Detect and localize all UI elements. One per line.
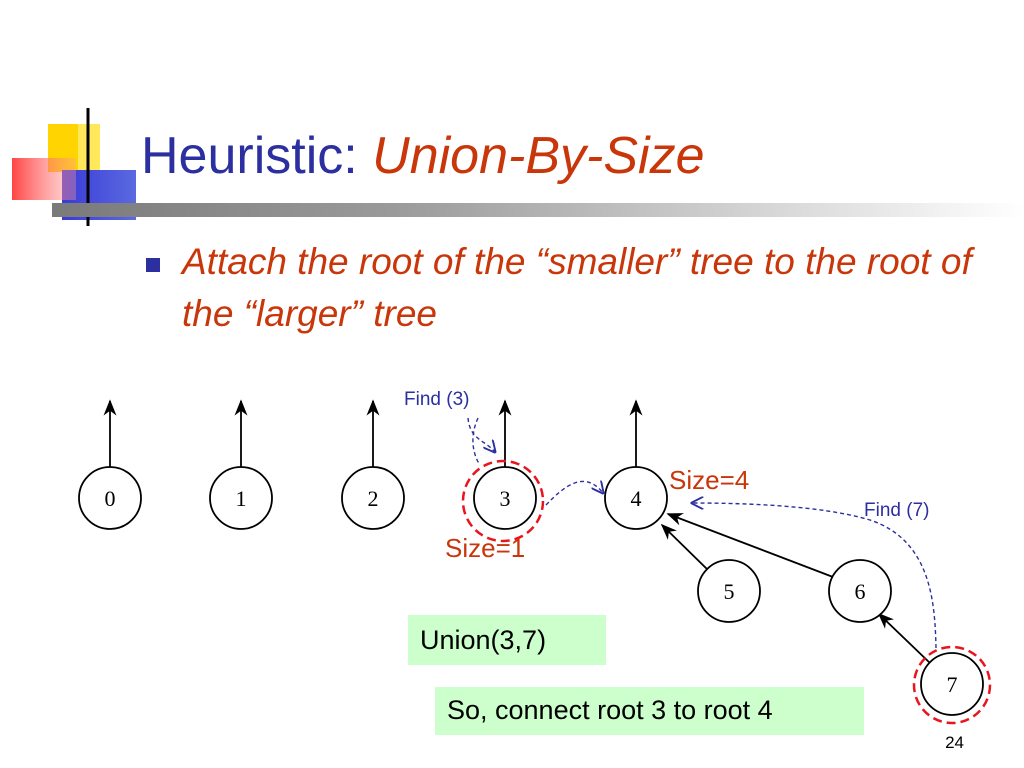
tree-edges <box>660 513 932 665</box>
edge-7-6 <box>877 612 932 665</box>
find-3-arrow <box>467 417 495 452</box>
size-4-label: Size=4 <box>669 465 749 495</box>
node-1: 1 <box>209 466 273 530</box>
title-underline <box>52 203 1024 217</box>
edge-5-4 <box>660 523 710 572</box>
node-2: 2 <box>341 466 405 530</box>
node-6-label: 6 <box>855 579 866 604</box>
node-0-label: 0 <box>105 486 116 511</box>
root-arrows <box>103 399 643 467</box>
size-1-label: Size=1 <box>445 533 525 563</box>
union-link-arrow <box>545 481 603 506</box>
tree-nodes: 0 1 2 3 4 5 6 <box>78 466 984 716</box>
find-7-label: Find (7) <box>864 500 929 521</box>
node-3-label: 3 <box>500 486 511 511</box>
node-5: 5 <box>697 559 761 623</box>
title-emphasis: Union-By-Size <box>372 127 705 185</box>
node-6: 6 <box>828 559 892 623</box>
find-7-arrow <box>692 503 937 649</box>
highlight-ring-node-3 <box>461 459 545 543</box>
node-5-label: 5 <box>724 579 735 604</box>
page-number: 24 <box>945 733 964 752</box>
edge-6-4 <box>666 513 834 578</box>
find-arrows <box>467 417 937 649</box>
node-2-label: 2 <box>368 486 379 511</box>
highlight-ring-node-7 <box>912 645 992 725</box>
bullet-square-icon <box>146 258 160 272</box>
page-title: Heuristic: Union-By-Size <box>141 126 705 186</box>
node-7: 7 <box>920 652 984 716</box>
node-4: 4 <box>604 466 668 530</box>
find-3-label: Find (3) <box>404 389 469 410</box>
node-4-label: 4 <box>631 486 642 511</box>
title-prefix: Heuristic: <box>141 127 373 185</box>
bullet-text: Attach the root of the “smaller” tree to… <box>182 241 972 334</box>
node-0: 0 <box>78 466 142 530</box>
node-3: 3 <box>473 466 537 530</box>
union-operation-box: Union(3,7) <box>408 615 606 665</box>
node-7-label: 7 <box>947 672 958 697</box>
node-1-label: 1 <box>236 486 247 511</box>
find-3-arrow-2 <box>472 417 481 466</box>
connect-explanation-box: So, connect root 3 to root 4 <box>435 687 864 735</box>
